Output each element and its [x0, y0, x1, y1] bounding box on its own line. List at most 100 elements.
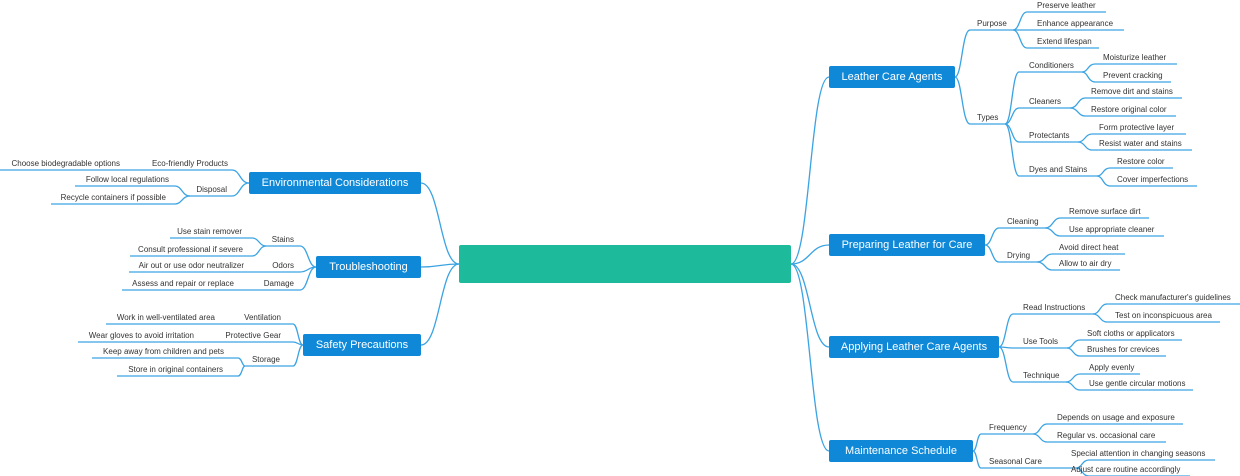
- subtopic-stains[interactable]: Stains: [271, 235, 294, 244]
- connector: [190, 182, 250, 197]
- connector: [266, 245, 317, 268]
- leaf-moisturize-leather[interactable]: Moisturize leather: [1103, 53, 1167, 62]
- leaf-adjust-care-routine[interactable]: Adjust care routine accordingly: [1071, 465, 1181, 474]
- subtopic-drying[interactable]: Drying: [1007, 251, 1031, 260]
- connector: [1004, 107, 1070, 125]
- leaf-apply-evenly[interactable]: Apply evenly: [1089, 363, 1135, 372]
- leaf-remove-dirt-stains[interactable]: Remove dirt and stains: [1091, 87, 1173, 96]
- leaf-use-appropriate-cleaner[interactable]: Use appropriate cleaner: [1069, 225, 1155, 234]
- main-topic-environmental[interactable]: Environmental Considerations: [249, 172, 421, 194]
- subtopic-odors[interactable]: Odors: [272, 261, 294, 270]
- connector: [1012, 29, 1099, 49]
- leaf-soft-cloths-applicators[interactable]: Soft cloths or applicators: [1087, 329, 1175, 338]
- connector: [1032, 433, 1166, 443]
- leaf-remove-surface-dirt[interactable]: Remove surface dirt: [1069, 207, 1141, 216]
- subtopic-ventilation[interactable]: Ventilation: [244, 313, 281, 322]
- subtopic-protectants[interactable]: Protectants: [1029, 131, 1070, 140]
- leaf-cover-imperfections[interactable]: Cover imperfections: [1117, 175, 1189, 184]
- leaf-avoid-direct-heat[interactable]: Avoid direct heat: [1059, 243, 1119, 252]
- main-topic-applying-agents[interactable]: Applying Leather Care Agents: [829, 336, 999, 358]
- connector: [1077, 141, 1192, 151]
- subtopic-conditioners[interactable]: Conditioners: [1029, 61, 1074, 70]
- main-topic-troubleshooting[interactable]: Troubleshooting: [316, 256, 421, 278]
- connector: [1004, 71, 1082, 125]
- subtopic-frequency[interactable]: Frequency: [989, 423, 1027, 432]
- connector: [420, 263, 460, 268]
- main-topic-safety-precautions[interactable]: Safety Precautions: [303, 334, 421, 356]
- connector: [245, 344, 304, 367]
- leaf-keep-away-children-pets[interactable]: Keep away from children and pets: [103, 347, 224, 356]
- leaf-resist-water-stains[interactable]: Resist water and stains: [1099, 139, 1182, 148]
- connector: [998, 346, 1067, 349]
- leaf-check-manufacturer-guidelines[interactable]: Check manufacturer's guidelines: [1115, 293, 1231, 302]
- leaf-restore-color[interactable]: Restore color: [1117, 157, 1165, 166]
- leaf-form-protective-layer[interactable]: Form protective layer: [1099, 123, 1175, 132]
- leaf-air-out-odor-neutralizer[interactable]: Air out or use odor neutralizer: [138, 261, 244, 270]
- leaf-wear-gloves[interactable]: Wear gloves to avoid irritation: [88, 331, 194, 340]
- leaf-test-inconspicuous-area[interactable]: Test on inconspicuous area: [1115, 311, 1212, 320]
- connector: [998, 313, 1093, 348]
- subtopic-cleaners[interactable]: Cleaners: [1029, 97, 1062, 106]
- connector: [117, 365, 246, 377]
- connector: [790, 244, 830, 265]
- connector: [998, 346, 1066, 383]
- connector: [51, 195, 191, 205]
- connector: [420, 263, 460, 346]
- subtopic-damage[interactable]: Damage: [263, 279, 294, 288]
- leaf-preserve-leather[interactable]: Preserve leather: [1037, 1, 1096, 10]
- connector: [1069, 107, 1176, 117]
- central-topic[interactable]: [459, 245, 791, 283]
- connector: [972, 433, 1033, 452]
- subtopic-storage[interactable]: Storage: [251, 355, 280, 364]
- subtopic-use-tools[interactable]: Use Tools: [1023, 337, 1058, 346]
- leaf-gentle-circular-motions[interactable]: Use gentle circular motions: [1089, 379, 1186, 388]
- connector: [258, 266, 317, 291]
- connector: [954, 29, 1013, 78]
- connector: [790, 76, 830, 265]
- leaf-store-original-containers[interactable]: Store in original containers: [128, 365, 223, 374]
- subtopic-protective-gear[interactable]: Protective Gear: [225, 331, 281, 340]
- connector: [420, 182, 460, 265]
- main-topic-leather-care-agents[interactable]: Leather Care Agents: [829, 66, 955, 88]
- leaf-consult-professional[interactable]: Consult professional if severe: [138, 245, 243, 254]
- subtopic-cleaning[interactable]: Cleaning: [1007, 217, 1039, 226]
- connector: [1044, 227, 1164, 237]
- connector: [126, 169, 250, 184]
- connector: [130, 245, 267, 257]
- leaf-use-stain-remover[interactable]: Use stain remover: [177, 227, 242, 236]
- connector: [218, 341, 304, 346]
- leaf-restore-original-color[interactable]: Restore original color: [1091, 105, 1167, 114]
- leaf-brushes-crevices[interactable]: Brushes for crevices: [1087, 345, 1160, 354]
- connector: [972, 450, 1076, 469]
- leaf-well-ventilated-area[interactable]: Work in well-ventilated area: [116, 313, 215, 322]
- main-topic-preparing-leather[interactable]: Preparing Leather for Care: [829, 234, 985, 256]
- main-topic-maintenance-schedule[interactable]: Maintenance Schedule: [829, 440, 973, 462]
- leaf-depends-usage-exposure[interactable]: Depends on usage and exposure: [1057, 413, 1175, 422]
- connector: [984, 227, 1045, 246]
- leaf-allow-air-dry[interactable]: Allow to air dry: [1059, 259, 1112, 268]
- subtopic-read-instructions[interactable]: Read Instructions: [1023, 303, 1086, 312]
- subtopic-technique[interactable]: Technique: [1023, 371, 1060, 380]
- connector: [1096, 175, 1197, 187]
- leaf-special-attention-seasons[interactable]: Special attention in changing seasons: [1071, 449, 1206, 458]
- subtopic-disposal[interactable]: Disposal: [196, 185, 227, 194]
- leaf-regular-occasional-care[interactable]: Regular vs. occasional care: [1057, 431, 1156, 440]
- connector: [1092, 313, 1220, 323]
- leaf-prevent-cracking[interactable]: Prevent cracking: [1103, 71, 1163, 80]
- subtopic-eco-friendly-products[interactable]: Eco-friendly Products: [151, 159, 228, 168]
- connector: [1081, 71, 1171, 83]
- subtopic-purpose[interactable]: Purpose: [977, 19, 1007, 28]
- leaf-recycle-containers[interactable]: Recycle containers if possible: [60, 193, 166, 202]
- connector: [790, 263, 830, 452]
- leaf-assess-repair-replace[interactable]: Assess and repair or replace: [132, 279, 234, 288]
- subtopic-seasonal-care[interactable]: Seasonal Care: [989, 457, 1042, 466]
- connector: [954, 76, 1005, 125]
- subtopic-types[interactable]: Types: [977, 113, 999, 122]
- leaf-follow-local-regulations[interactable]: Follow local regulations: [85, 175, 169, 184]
- leaf-extend-lifespan[interactable]: Extend lifespan: [1037, 37, 1092, 46]
- subtopic-dyes-stains[interactable]: Dyes and Stains: [1029, 165, 1088, 174]
- leaf-choose-biodegradable[interactable]: Choose biodegradable options: [11, 159, 120, 168]
- leaf-enhance-appearance[interactable]: Enhance appearance: [1037, 19, 1114, 28]
